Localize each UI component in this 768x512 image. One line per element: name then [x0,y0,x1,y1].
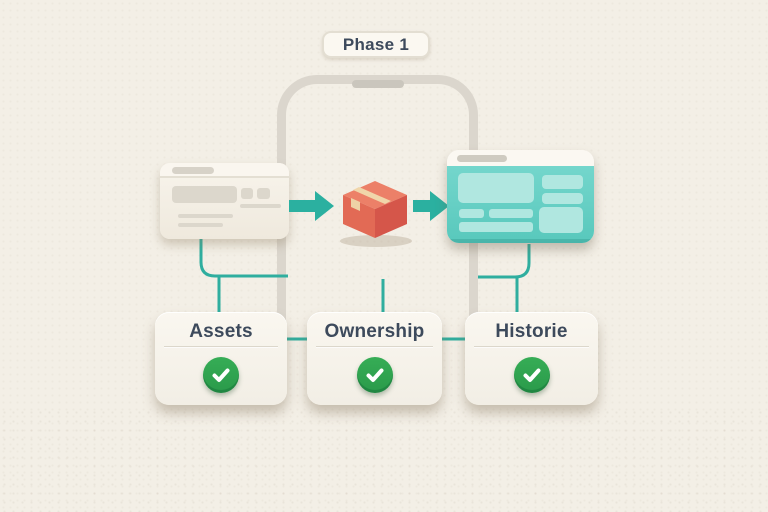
placeholder-block [489,209,533,218]
package-box-icon [340,181,412,247]
placeholder-block [459,222,533,232]
browser-card-body [447,166,594,243]
connector-right [478,244,531,279]
document-card-title-pill [172,167,214,174]
placeholder-line [178,223,223,227]
browser-card-title-pill [457,155,507,162]
placeholder-square [241,188,253,199]
divider [316,346,433,348]
placeholder-line [178,214,233,218]
check-badge [203,357,239,393]
check-icon [523,368,540,382]
arrow-right-icon [289,191,334,221]
document-card [160,163,289,239]
browser-card [447,150,594,243]
divider [474,346,589,348]
arrow-right-icon [413,191,449,221]
placeholder-block [459,209,484,218]
placeholder-block [542,175,583,189]
check-icon [212,368,230,382]
browser-card-header [447,150,594,166]
document-card-header [160,163,289,178]
phone-notch [352,80,404,88]
checklist-card-title: Assets [189,321,253,342]
checklist-card-title: Ownership [324,321,425,342]
phase-badge: Phase 1 [322,31,430,58]
placeholder-square [257,188,270,199]
placeholder-block [172,186,237,203]
placeholder-block [542,193,583,204]
checklist-card-assets: Assets [155,312,287,405]
checklist-card-title: Historie [495,321,568,342]
placeholder-block [539,207,583,233]
check-badge [513,357,550,393]
placeholder-block [458,173,534,203]
placeholder-line [240,204,281,208]
phase-badge-label: Phase 1 [342,34,410,54]
divider [164,346,278,348]
connector-left [199,239,288,278]
check-icon [366,368,383,382]
checklist-card-ownership: Ownership [307,312,442,405]
check-badge [356,357,393,393]
checklist-card-historie: Historie [465,312,598,405]
